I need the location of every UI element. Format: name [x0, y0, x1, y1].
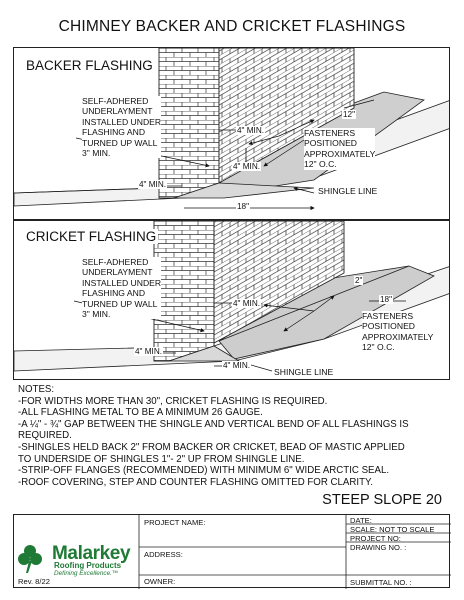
submittal-no-field: SUBMITTAL NO. :: [350, 578, 412, 587]
note-line: -ALL FLASHING METAL TO BE A MINIMUM 26 G…: [18, 407, 263, 419]
date-field: DATE:: [350, 516, 372, 525]
cricket-fasteners-note: FASTENERS POSITIONED APPROXIMATELY 12" O…: [362, 311, 434, 353]
backer-dim-12-inch: 12": [342, 110, 357, 119]
cricket-underlayment-note: SELF-ADHERED UNDERLAYMENT INSTALLED UNDE…: [82, 257, 162, 320]
scale-field: SCALE: NOT TO SCALE: [350, 525, 435, 534]
cricket-shingle-line-label: SHINGLE LINE: [274, 367, 334, 378]
malarkey-subtitle: Roofing Products: [54, 561, 122, 570]
backer-fasteners-note: FASTENERS POSITIONED APPROXIMATELY 12" O…: [304, 128, 376, 170]
note-line: -A ¼" - ¾" GAP BETWEEN THE SHINGLE AND V…: [18, 418, 409, 430]
shamrock-logo-icon: [18, 545, 42, 573]
revision-label: Rev. 8/22: [18, 577, 50, 586]
owner-field: OWNER:: [144, 577, 176, 586]
note-line: -SHINGLES HELD BACK 2" FROM BACKER OR CR…: [18, 441, 405, 453]
cricket-flashing-heading: CRICKET FLASHING: [24, 229, 159, 244]
project-no-field: PROJECT NO:: [350, 534, 401, 543]
notes-heading: NOTES:: [18, 384, 55, 395]
cricket-dim-4-min-top: 4" MIN.: [232, 299, 262, 308]
note-line: TO UNDERSIDE OF SHINGLES 1"- 2" UP FROM …: [18, 453, 305, 465]
note-line: -FOR WIDTHS MORE THAN 30", CRICKET FLASH…: [18, 395, 328, 407]
backer-dim-4-min-left: 4" MIN.: [138, 180, 168, 189]
backer-dim-4-min-top: 4" MIN.: [236, 126, 266, 135]
drawing-no-field: DRAWING NO. :: [350, 543, 407, 552]
backer-shingle-line-label: SHINGLE LINE: [318, 186, 378, 197]
project-name-field: PROJECT NAME:: [144, 518, 206, 527]
malarkey-wordmark: Malarkey: [52, 543, 131, 564]
backer-underlayment-note: SELF-ADHERED UNDERLAYMENT INSTALLED UNDE…: [82, 96, 162, 159]
cricket-dim-4-min-bottom: 4" MIN.: [222, 361, 252, 370]
title-block: Malarkey Roofing Products Defining Excel…: [13, 514, 451, 589]
backer-dim-4-min-mid: 4" MIN.: [232, 162, 262, 171]
drawing-title: CHIMNEY BACKER AND CRICKET FLASHINGS: [58, 18, 406, 35]
cricket-dim-18-inch: 18": [379, 295, 394, 304]
malarkey-tagline: Defining Excellence.™: [54, 570, 119, 577]
general-notes: NOTES: -FOR WIDTHS MORE THAN 30", CRICKE…: [18, 384, 450, 488]
cricket-dim-2-inch: 2": [354, 276, 364, 285]
cricket-dim-4-min-left: 4" MIN.: [134, 347, 164, 356]
backer-flashing-detail: BACKER FLASHING SELF-ADHERED UNDERLAYMEN…: [13, 47, 450, 220]
title-block-grid: [18, 515, 451, 589]
note-line: REQUIRED.: [18, 430, 72, 442]
backer-flashing-heading: BACKER FLASHING: [24, 58, 155, 73]
address-field: ADDRESS:: [144, 550, 183, 559]
cricket-flashing-detail: CRICKET FLASHING SELF-ADHERED UNDERLAYME…: [13, 220, 450, 380]
sheet-label: STEEP SLOPE 20: [322, 492, 442, 508]
backer-flashing-illustration: [14, 48, 449, 211]
note-line: -ROOF COVERING, STEP AND COUNTER FLASHIN…: [18, 476, 373, 488]
backer-dim-18-inch: 18": [236, 202, 251, 211]
note-line: -STRIP-OFF FLANGES (RECOMMENDED) WITH MI…: [18, 465, 390, 477]
